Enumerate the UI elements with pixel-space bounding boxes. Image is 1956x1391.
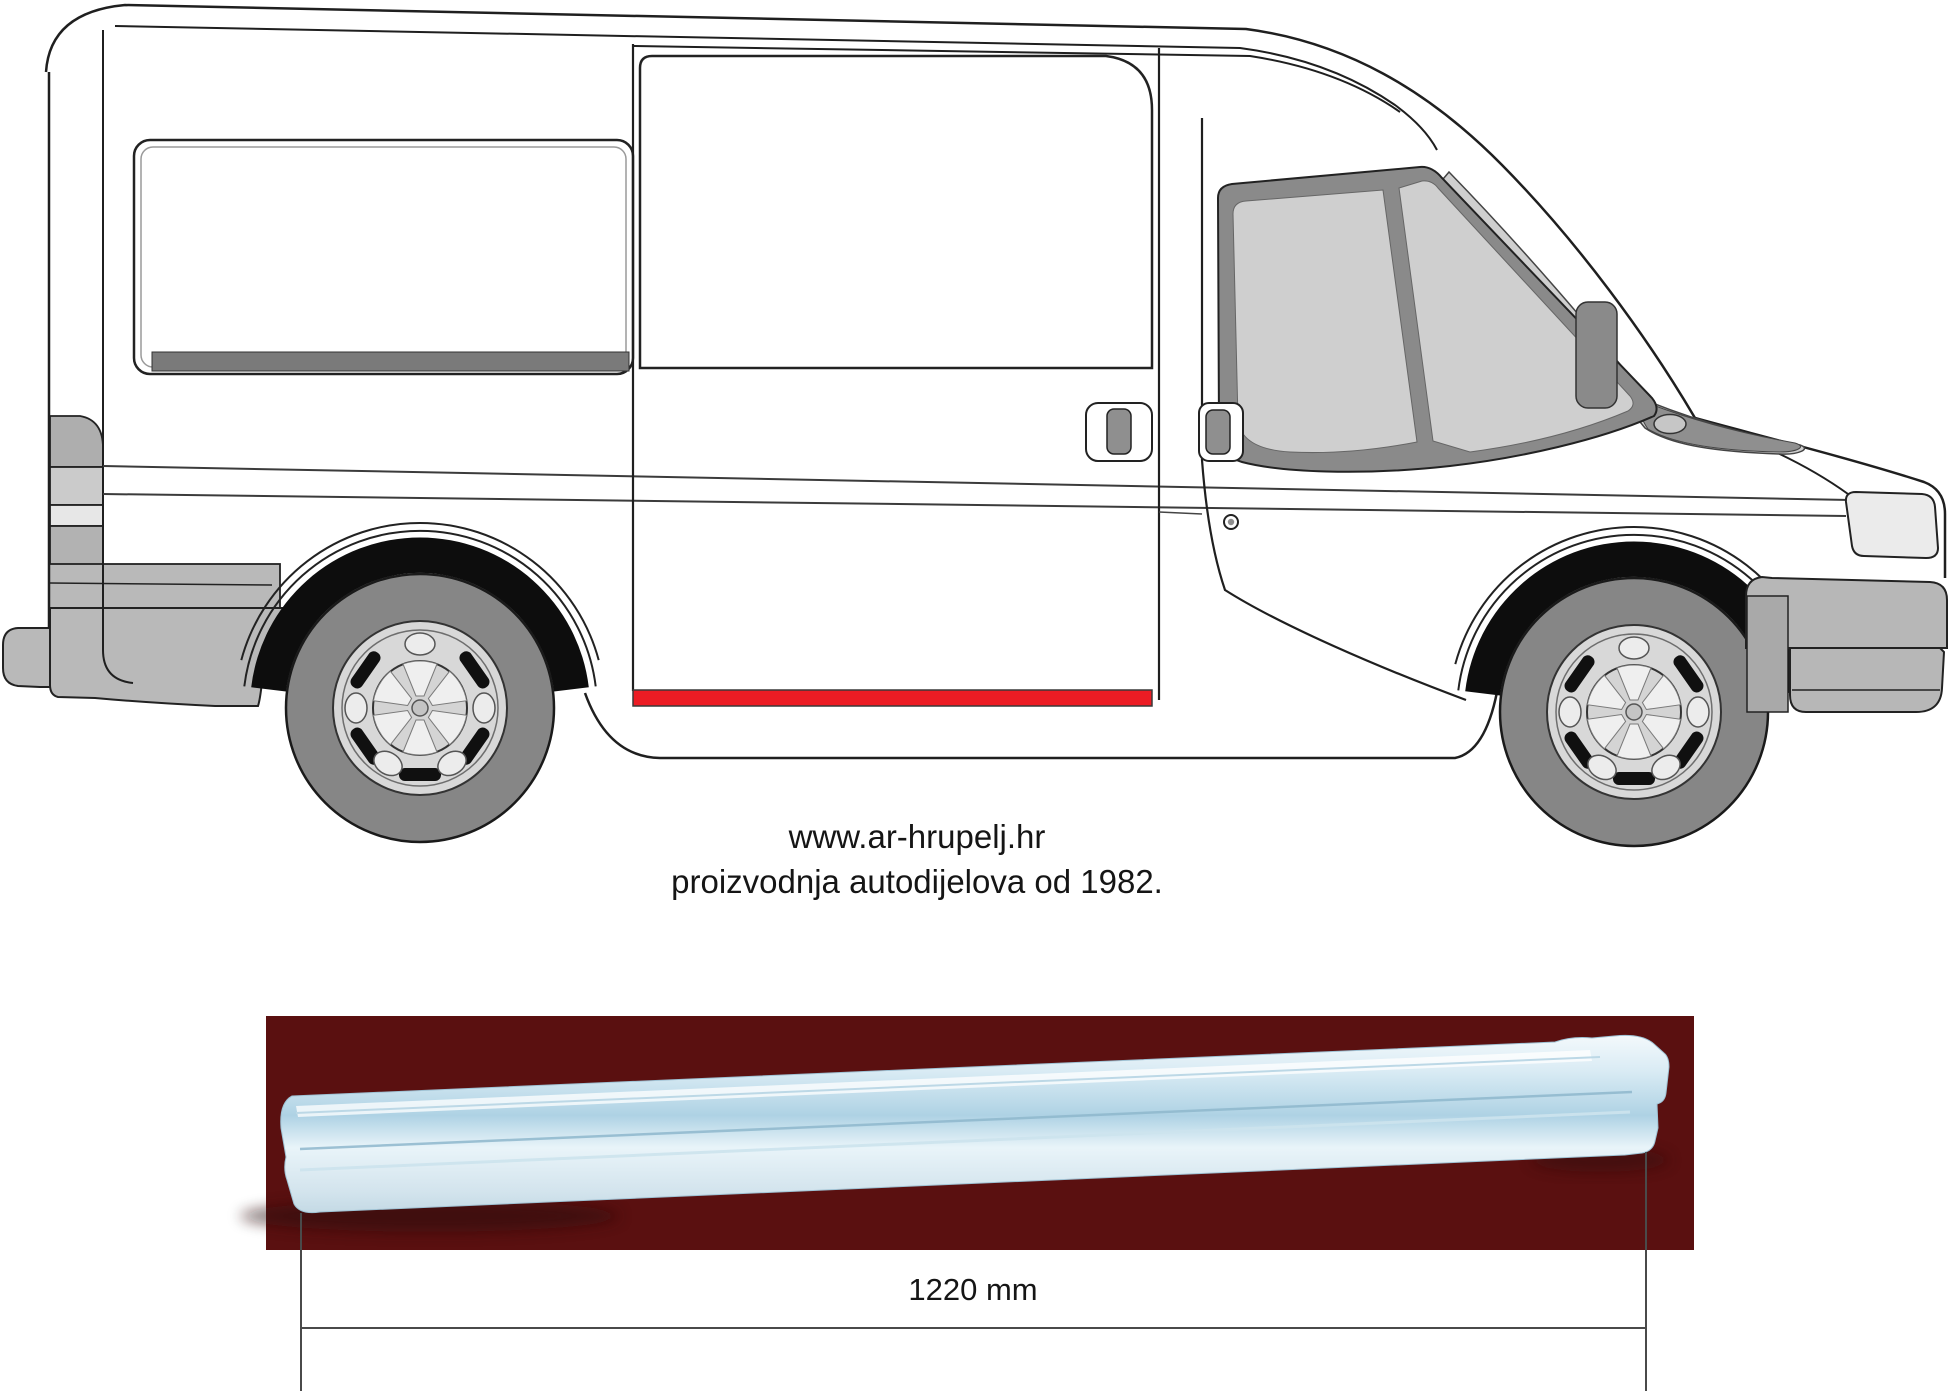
front-door-handle (1198, 402, 1244, 462)
rear-wheel (240, 521, 600, 844)
dimension-annotation (300, 1152, 1647, 1391)
sliding-door-rail-trim (1158, 511, 1203, 515)
van-illustration (1, 3, 1948, 848)
part-lower-crease (299, 1110, 1631, 1172)
quarter-glass (1398, 180, 1634, 453)
cowl-trim (1639, 399, 1801, 453)
keyhole-center (1227, 518, 1235, 526)
belt-line-lower (102, 493, 1847, 517)
rear-bumper-end (1, 627, 51, 688)
part-crease-line (299, 1090, 1633, 1151)
front-bumper-lower (1789, 647, 1946, 713)
rear-inner-edge (102, 30, 134, 684)
front-door-edge (1200, 118, 1467, 702)
front-mudflap (1746, 595, 1789, 713)
product-photo-panel (240, 1016, 1694, 1250)
rear-apron (49, 607, 287, 707)
sliding-door-window (638, 54, 1154, 370)
dimension-label: 1220 mm (908, 1272, 1037, 1307)
mirror-mount-hole (1653, 413, 1687, 435)
front-door-glass (1232, 189, 1418, 454)
brand-tagline-text: proizvodnja autodijelova od 1982. (671, 863, 1163, 900)
sill-part-render (280, 1034, 1670, 1214)
rear-pillar-trim (49, 415, 104, 567)
roof-outline (44, 3, 1947, 578)
sliding-door-handle (1085, 402, 1153, 462)
brand-website-text: www.ar-hrupelj.hr (788, 818, 1046, 855)
headlight (1844, 490, 1940, 560)
rear-window-sill-trim (151, 351, 630, 372)
body-bottom-line (583, 691, 1499, 760)
drip-rail-line (632, 45, 1401, 113)
part-flange-line (295, 1056, 1601, 1114)
rear-quarter-window (132, 138, 635, 376)
rear-cladding-band (48, 563, 281, 609)
roof-inner-line (114, 25, 1438, 151)
highlighted-sill-part (632, 689, 1153, 707)
mirror-bracket (1575, 301, 1618, 409)
belt-line-upper (102, 465, 1851, 501)
front-bumper-upper (1745, 575, 1948, 649)
part-top-highlight (296, 1050, 1592, 1117)
apron-crease (49, 582, 273, 586)
